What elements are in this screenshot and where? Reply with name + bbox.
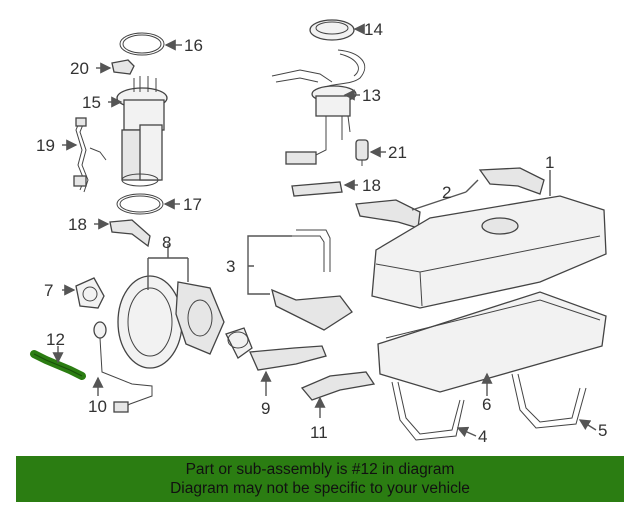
part-15-fuel-pump-module[interactable] — [116, 76, 168, 187]
callout-18-left: 18 — [68, 215, 87, 234]
part-6-skid-plate[interactable] — [377, 291, 607, 393]
callout-14: 14 — [364, 20, 383, 39]
part-18-bracket-right[interactable] — [291, 181, 343, 197]
part-12-highlighted-hose[interactable] — [30, 350, 86, 380]
banner-line-2: Diagram may not be specific to your vehi… — [170, 480, 470, 497]
part-8-filler-housing[interactable] — [117, 275, 225, 369]
part-20-connector[interactable] — [111, 59, 135, 75]
part-1-fuel-tank[interactable] — [371, 195, 607, 309]
callout-10: 10 — [88, 397, 107, 416]
callout-7: 7 — [44, 281, 53, 300]
part-17-seal[interactable] — [116, 193, 164, 215]
part-13-sender-assembly[interactable] — [271, 49, 366, 165]
part-18-bracket-left[interactable] — [109, 219, 151, 248]
callout-13: 13 — [362, 86, 381, 105]
part-10-vent-hose[interactable] — [93, 321, 153, 413]
part-14-lock-ring[interactable] — [309, 19, 355, 41]
part-21-filter[interactable] — [355, 139, 369, 166]
callout-6: 6 — [482, 395, 491, 414]
part-16-lock-ring[interactable] — [119, 32, 165, 56]
part-3-bracket[interactable] — [271, 229, 353, 331]
callout-18-right: 18 — [362, 176, 381, 195]
callout-4: 4 — [478, 427, 487, 446]
part-9-filler-neck[interactable] — [225, 327, 327, 371]
callout-16: 16 — [184, 36, 203, 55]
part-5-strap[interactable] — [511, 373, 587, 429]
part-2-shields[interactable] — [355, 167, 545, 229]
part-11-hose[interactable] — [300, 371, 376, 401]
callout-21: 21 — [388, 143, 407, 162]
info-banner: Part or sub-assembly is #12 in diagram D… — [16, 456, 624, 502]
callout-15: 15 — [82, 93, 101, 112]
callout-8: 8 — [162, 233, 171, 252]
callout-12: 12 — [46, 330, 65, 349]
callout-1: 1 — [545, 153, 554, 172]
callout-20: 20 — [70, 59, 89, 78]
callout-17: 17 — [183, 195, 202, 214]
callout-11: 11 — [310, 423, 328, 442]
banner-line-1: Part or sub-assembly is #12 in diagram — [185, 461, 455, 478]
part-7-fuel-cap[interactable] — [75, 277, 105, 309]
callout-5: 5 — [598, 421, 607, 440]
part-19-harness[interactable] — [73, 117, 107, 193]
callout-9: 9 — [261, 399, 270, 418]
callout-19: 19 — [36, 136, 55, 155]
callout-3: 3 — [226, 257, 235, 276]
callout-2: 2 — [442, 183, 451, 202]
part-4-strap[interactable] — [391, 381, 465, 441]
